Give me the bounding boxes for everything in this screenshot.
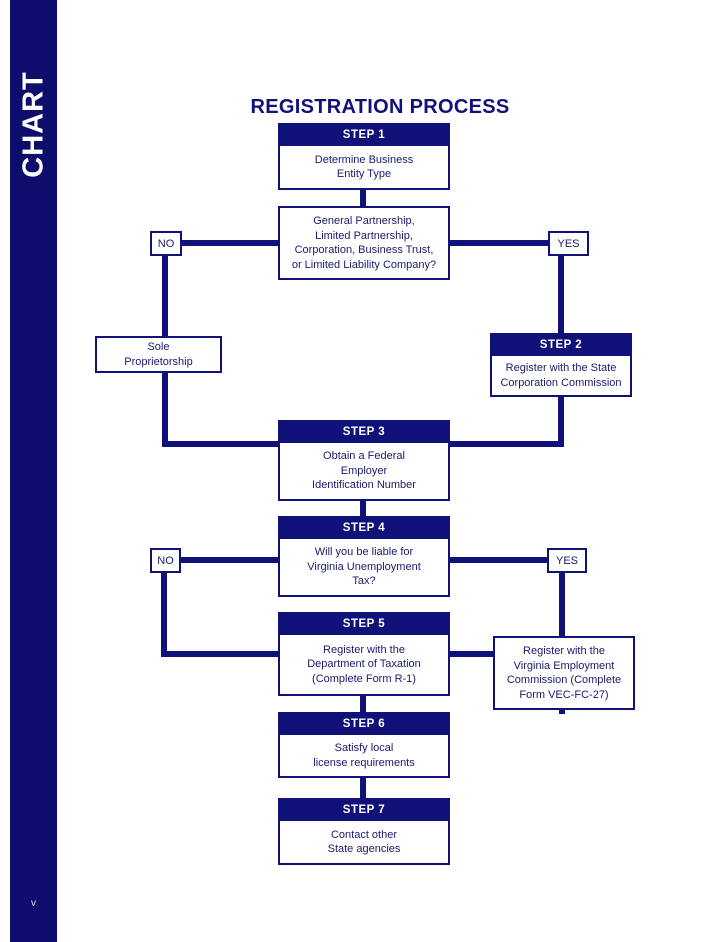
node-step4: STEP 4 Will you be liable for Virginia U… [278,516,450,597]
node-step4-header: STEP 4 [280,518,448,539]
page-title: REGISTRATION PROCESS [250,96,510,118]
node-step1: STEP 1 Determine Business Entity Type [278,123,450,190]
connector-step3-to-step4 [360,500,366,517]
node-step6-header: STEP 6 [280,714,448,735]
node-step1-body: Determine Business Entity Type [314,153,414,181]
node-step2-body: Register with the State Corporation Comm… [500,362,622,389]
node-step3-header: STEP 3 [280,422,448,443]
page-number: v [31,898,36,909]
tag-no-entity-type: NO [150,231,182,256]
connector-step4-to-yes [447,557,548,563]
node-step7-body: Contact other State agencies [327,828,401,856]
connector-no2-to-step5 [161,651,283,657]
node-step2: STEP 2 Register with the State Corporati… [490,333,632,397]
chart-sidebar: CHART v [10,0,57,942]
node-step7: STEP 7 Contact other State agencies [278,798,450,865]
node-step3-body: Obtain a Federal Employer Identification… [312,450,416,492]
node-decision-entity-type: General Partnership, Limited Partnership… [278,206,450,280]
connector-step1-to-decision1 [360,189,366,208]
connector-step5-to-step6 [360,695,366,712]
connector-yes2-down [559,572,565,640]
node-step5-header: STEP 5 [280,614,448,635]
node-step5: STEP 5 Register with the Department of T… [278,612,450,696]
tag-yes-entity-type: YES [548,231,589,256]
connector-step6-to-step7 [360,777,366,798]
node-step3: STEP 3 Obtain a Federal Employer Identif… [278,420,450,501]
connector-no2-down [161,572,167,657]
node-step7-header: STEP 7 [280,800,448,821]
connector-decision1-to-yes [447,240,551,246]
tag-no-unemployment-tax: NO [150,548,181,573]
node-step4-body: Will you be liable for Virginia Unemploy… [307,546,421,588]
node-step6-body: Satisfy local license requirements [313,742,415,769]
node-virginia-employment-commission: Register with the Virginia Employment Co… [493,636,635,710]
connector-step4-to-no [180,557,281,563]
node-sole-proprietorship: Sole Proprietorship [95,336,222,373]
node-step6: STEP 6 Satisfy local license requirement… [278,712,450,778]
node-step2-header: STEP 2 [492,335,630,356]
node-step1-header: STEP 1 [280,125,448,146]
tag-yes-unemployment-tax: YES [547,548,587,573]
connector-decision1-to-no [181,240,281,246]
connector-step5-to-vec [447,651,497,657]
connector-vec-bottom-stub [559,706,565,714]
sidebar-label: CHART [17,71,49,178]
node-step5-body: Register with the Department of Taxation… [307,643,421,685]
